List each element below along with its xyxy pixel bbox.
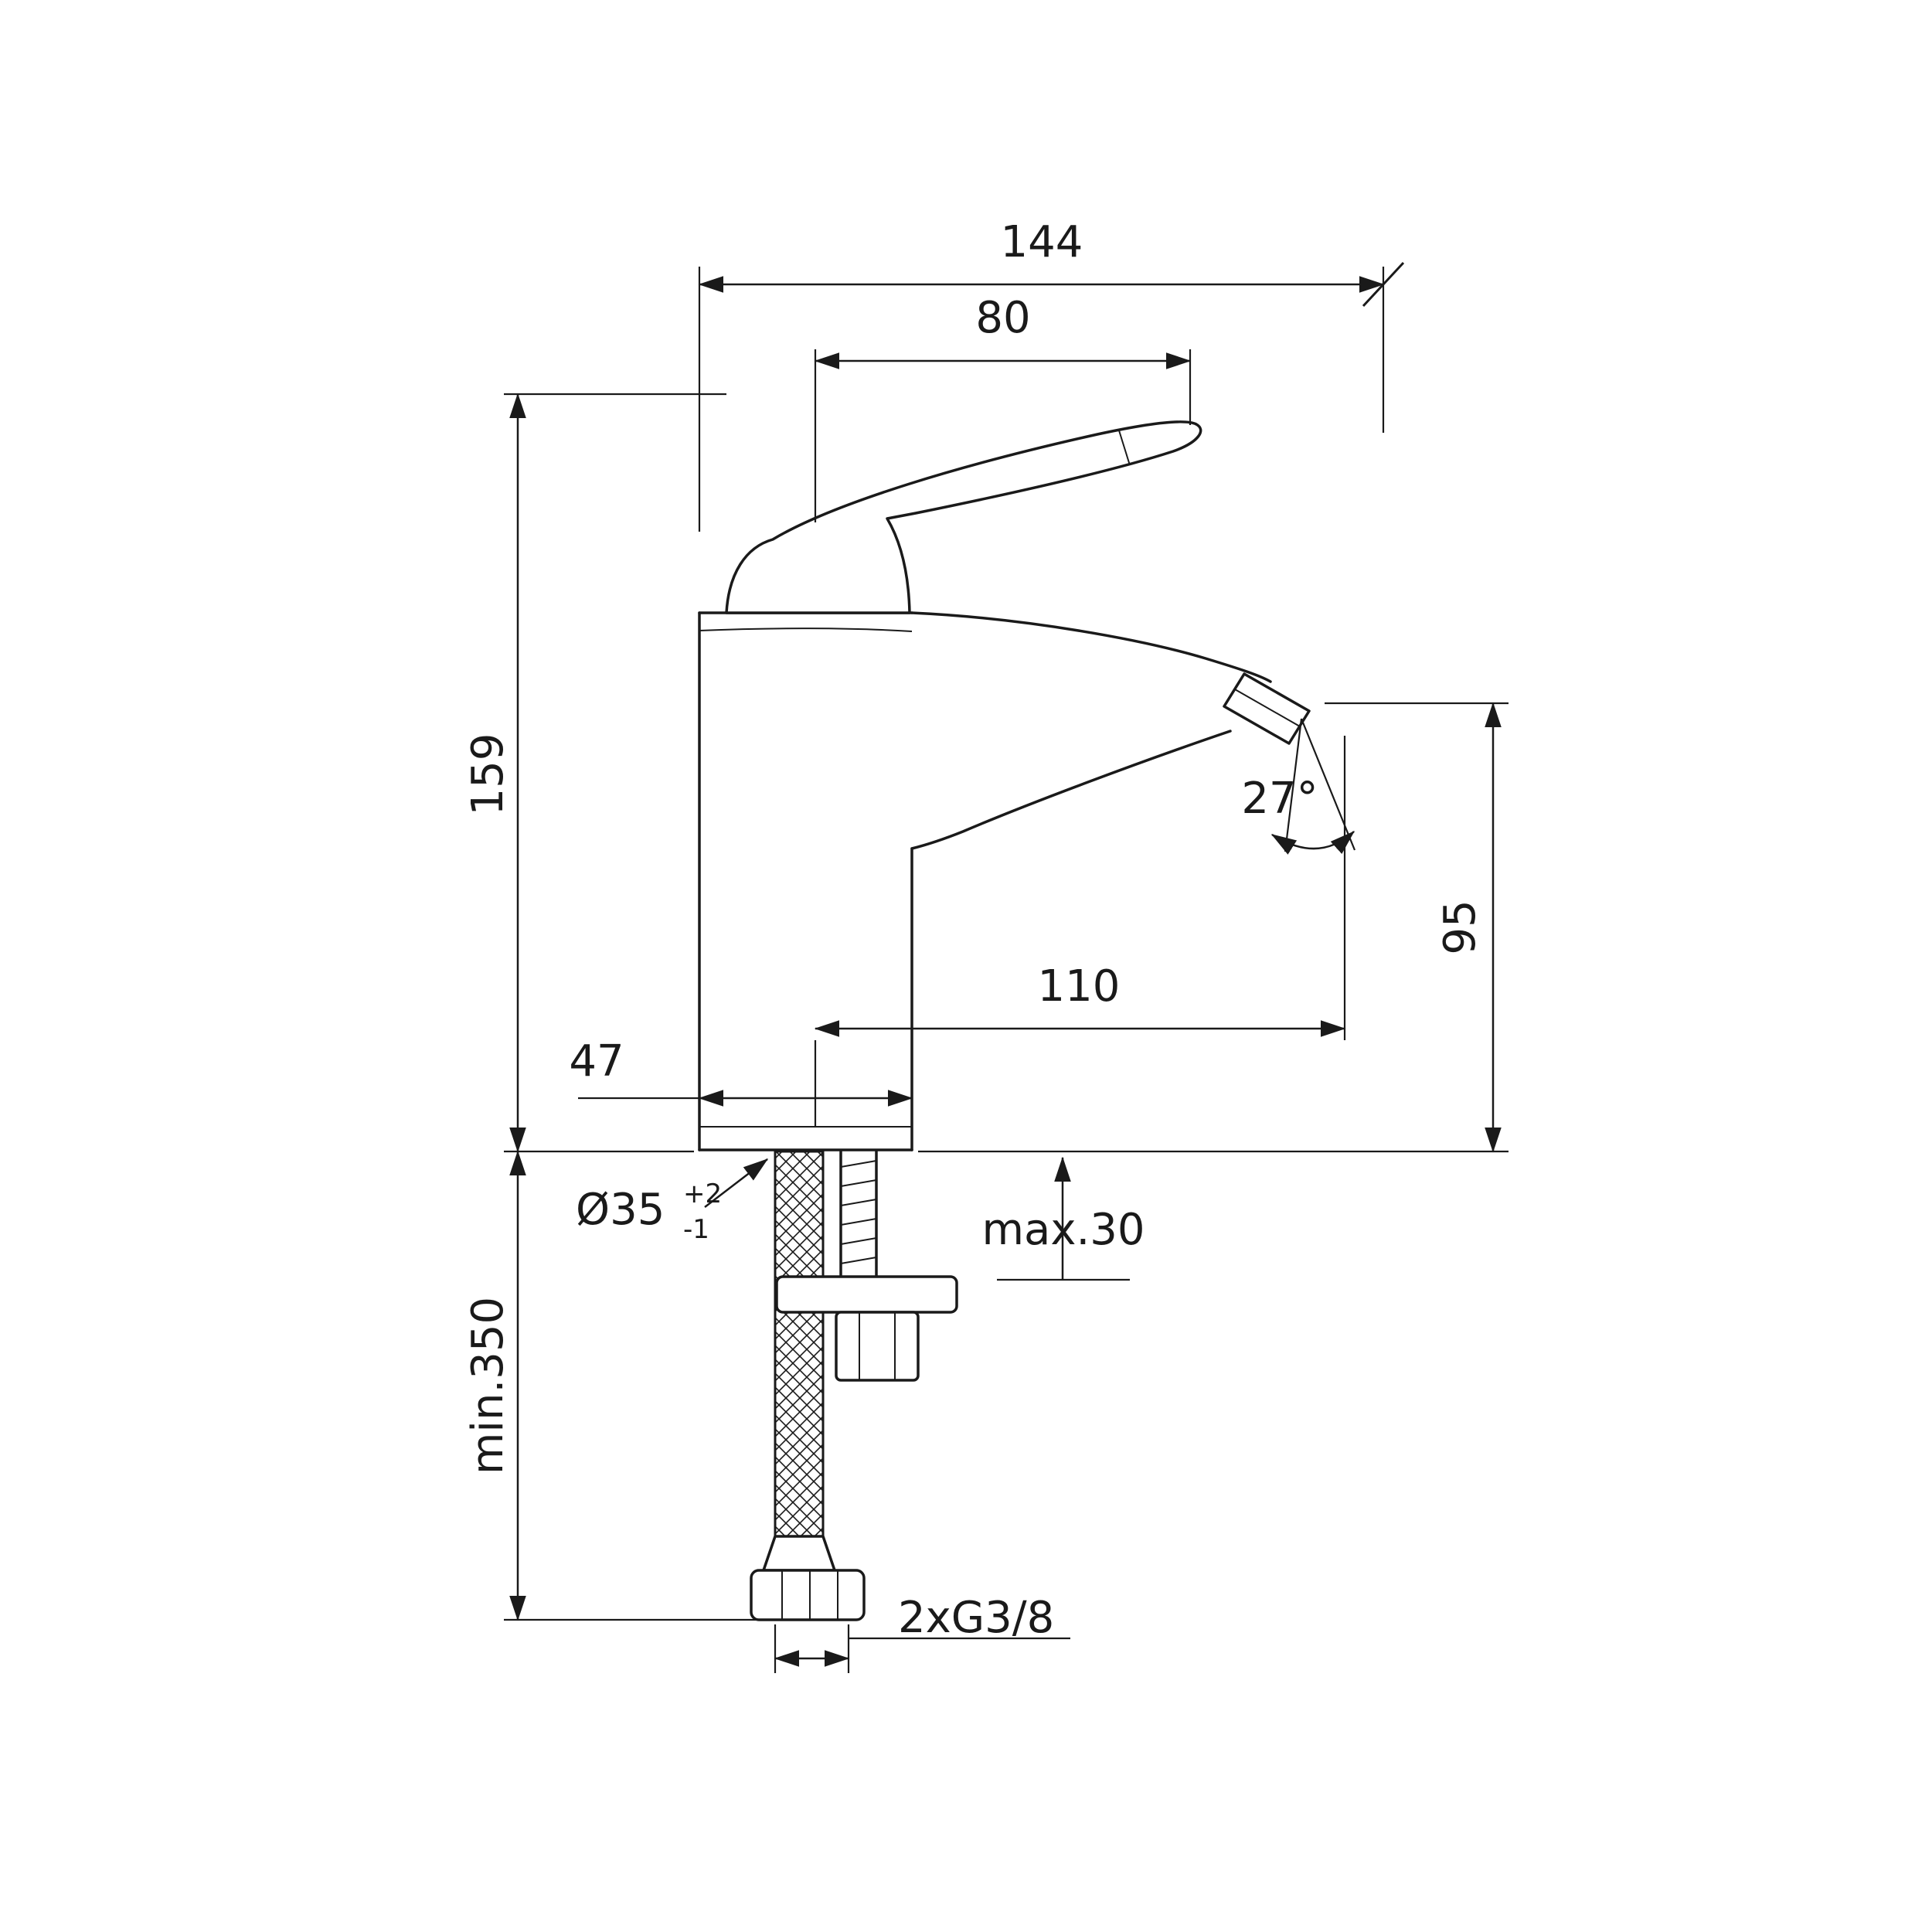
fixing-nut	[835, 1311, 920, 1382]
dim-hole-tol-upper-label: +2	[683, 1179, 722, 1209]
angle-leg-inclined	[1300, 718, 1356, 851]
mounting-flange	[775, 1275, 958, 1314]
dim-27deg-label: 27°	[1241, 774, 1318, 824]
faucet-body	[698, 611, 913, 1151]
dim-g38-label: 2xG3/8	[898, 1593, 1054, 1643]
dim-47-label: 47	[569, 1036, 624, 1087]
hose-end-fitting	[762, 1535, 836, 1572]
aerator-outlet	[1223, 672, 1311, 745]
dim-80-label: 80	[975, 293, 1030, 343]
dim-tick-144	[1362, 261, 1405, 308]
threaded-shank	[839, 1150, 878, 1278]
dimension-labels: 144 80 159 min.350 47 110 95 27° Ø35 +2 …	[463, 217, 1485, 1643]
dim-min350-label: min.350	[463, 1297, 513, 1475]
dim-hole-diameter-label: Ø35	[576, 1185, 665, 1235]
lever-handle	[725, 420, 1202, 614]
spout	[910, 611, 1311, 850]
dim-159-label: 159	[463, 733, 513, 816]
angle-arc	[1270, 831, 1355, 855]
dim-144-label: 144	[1001, 217, 1083, 267]
dim-110-label: 110	[1038, 961, 1121, 1012]
dim-max30-label: max.30	[981, 1205, 1145, 1255]
angle-leg-vertical	[1284, 718, 1303, 852]
dimension-lines	[504, 261, 1509, 1673]
dim-hole-tol-lower-label: -1	[683, 1214, 709, 1245]
hose-connection-nut	[750, 1569, 866, 1621]
leader-arrow-hole-diameter	[704, 1158, 769, 1208]
faucet-outline	[698, 420, 1311, 1621]
angle-annotation	[1270, 718, 1356, 855]
dim-95-label: 95	[1435, 900, 1485, 954]
braided-hose	[774, 1150, 825, 1538]
